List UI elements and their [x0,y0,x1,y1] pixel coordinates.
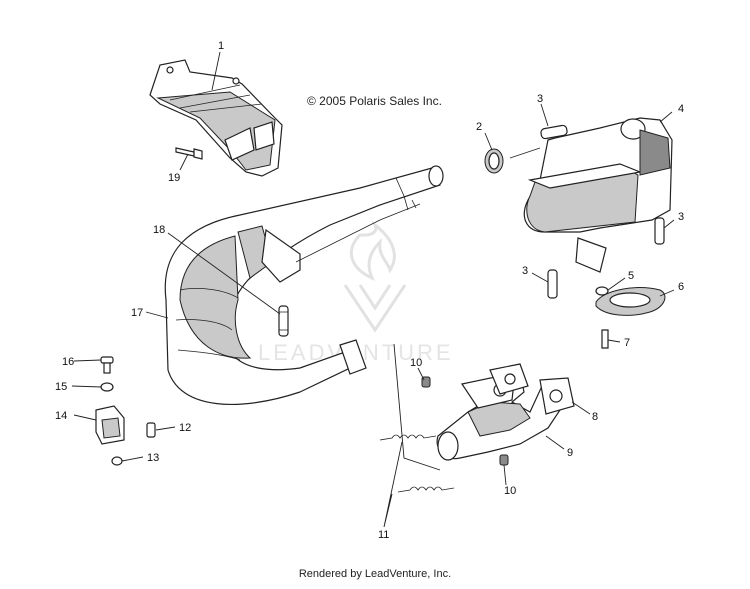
callout-8: 8 [592,411,598,423]
callout-17: 17 [131,307,143,319]
spring-upper [540,124,568,140]
callout-6: 6 [678,281,684,293]
callout-12: 12 [179,422,191,434]
leader-lines [71,51,675,528]
callout-3-upper: 3 [537,93,543,105]
mount-bracket [95,405,125,445]
callout-15: 15 [55,381,67,393]
shoulder-bolt [100,356,114,374]
callout-3-right: 3 [678,211,684,223]
rivet-fastener [175,147,203,160]
screw [601,329,609,349]
callout-10-upper: 10 [410,357,422,369]
muffler [509,117,673,273]
grommet [278,305,289,337]
callout-18: 18 [153,224,165,236]
callout-14: 14 [55,410,67,422]
callout-5: 5 [628,270,634,282]
small-nut [111,456,123,466]
small-washer [100,382,114,392]
callout-9: 9 [567,447,573,459]
exhaust-spring-upper [379,434,437,441]
callout-16: 16 [62,356,74,368]
gasket-ring [484,148,504,174]
footer-credit: Rendered by LeadVenture, Inc. [298,568,452,580]
washer [595,286,609,296]
exhaust-spring-lower [397,486,455,493]
callout-2: 2 [476,121,482,133]
spring-right [654,217,665,245]
flange-gasket-upper [489,363,529,395]
callout-19: 19 [168,172,180,184]
muffler-gasket [595,287,666,316]
callout-13: 13 [147,452,159,464]
bolt [146,422,156,438]
flange-gasket-lower [539,377,575,415]
exhaust-manifold [436,371,561,461]
callout-1: 1 [218,40,224,52]
copyright-notice: © 2005 Polaris Sales Inc. [307,94,442,108]
callout-11: 11 [378,529,389,541]
callout-3-lower: 3 [522,265,528,277]
expansion-chamber-pipe [164,165,444,406]
spring-bracket-lines [393,343,441,471]
heat-shield-bracket [149,59,283,177]
callout-4: 4 [678,103,684,115]
callout-7: 7 [624,337,630,349]
spring-lower [547,269,558,299]
callout-10-lower: 10 [504,485,516,497]
nut-lower [499,454,509,466]
